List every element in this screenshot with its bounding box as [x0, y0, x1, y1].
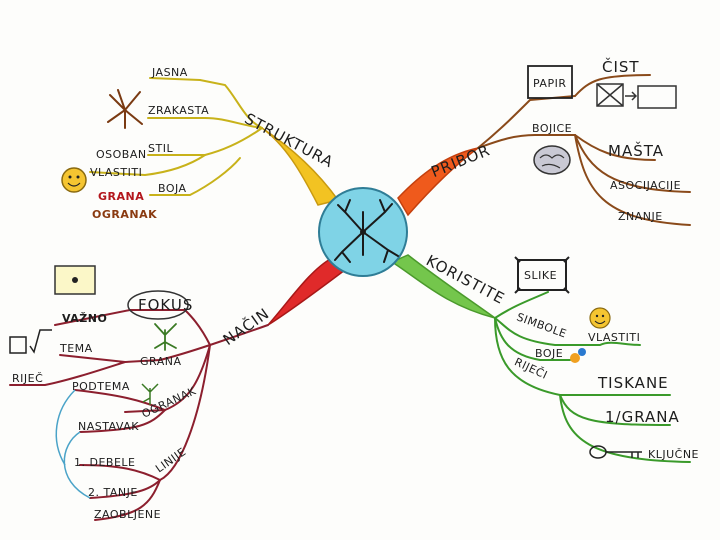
koristite-item-simbole: SIMBOLE — [515, 310, 569, 340]
cist-paper-icon — [596, 83, 677, 109]
vlastiti-smiley-icon — [589, 307, 611, 329]
struktura-item-ogranak: OGRANAK — [92, 208, 157, 221]
koristite-subbranches — [494, 291, 691, 463]
pribor-item-cist: ČIST — [602, 57, 640, 76]
koristite-item-slike: SLIKE — [524, 269, 557, 282]
zrakasta-icon — [107, 89, 143, 129]
nacin-item-nastavak: NASTAVAK — [78, 420, 139, 433]
center-image — [318, 187, 408, 277]
koristite-item-kljucne: KLJUČNE — [648, 448, 699, 461]
struktura-item-boja: BOJA — [158, 182, 187, 195]
ogranak-flower-icon — [141, 383, 159, 405]
nacin-item-tanje: 2. TANJE — [88, 486, 138, 499]
tree-network-icon — [334, 199, 399, 263]
koristite-item-jedna-grana: 1/GRANA — [605, 408, 680, 426]
pribor-subbranches — [477, 74, 691, 226]
fokus-oval — [127, 290, 189, 320]
pribor-item-papir: PAPIR — [533, 77, 566, 90]
struktura-item-jasna: JASNA — [151, 66, 188, 79]
slike-frame-icon — [514, 256, 570, 294]
grana-tree-icon — [154, 323, 177, 351]
branch-label-pribor: PRIBOR — [428, 141, 492, 181]
struktura-item-grana: GRANA — [98, 190, 144, 203]
koristite-item-boje: BOJE — [535, 347, 563, 360]
nacin-item-podtema: PODTEMA — [72, 380, 130, 393]
branch-nacin — [267, 257, 347, 326]
boje-color-dots-icon — [570, 348, 586, 363]
struktura-subbranches — [89, 77, 263, 196]
nacin-item-tema: TEMA — [59, 342, 93, 355]
pribor-item-bojice: BOJICE — [532, 122, 572, 135]
smiley-icon — [61, 167, 87, 193]
struktura-item-stil: STIL — [148, 142, 173, 155]
nacin-subbranches — [9, 309, 269, 521]
nacin-blue-links — [55, 389, 91, 499]
pribor-item-znanje: ZNANJE — [618, 210, 663, 223]
branch-label-struktura: STRUKTURA — [242, 110, 337, 172]
pribor-item-masta: MAŠTA — [608, 141, 664, 160]
pribor-item-asocijacije: ASOCIJACIJE — [610, 179, 681, 192]
tema-symbol-icon — [9, 329, 52, 354]
struktura-item-zrakasta: ZRAKASTA — [148, 104, 209, 117]
struktura-item-vlastiti: VLASTITI — [90, 166, 142, 179]
koristite-item-vlastiti: VLASTITI — [588, 331, 640, 344]
koristite-item-tiskane: TISKANE — [597, 374, 669, 392]
struktura-item-osoban: OSOBAN — [96, 148, 147, 161]
nacin-item-rijec: RIJEČ — [12, 372, 43, 385]
nacin-item-vazno: VAŽNO — [62, 312, 107, 325]
brain-icon — [533, 145, 571, 175]
nacin-item-zaobljene: ZAOBLJENE — [94, 508, 161, 521]
nacin-item-fokus: FOKUS — [138, 296, 193, 314]
nacin-item-debele: 1. DEBELE — [74, 456, 136, 469]
papir-box — [527, 65, 573, 99]
key-icon — [589, 445, 642, 459]
nacin-item-grana: GRANA — [140, 355, 182, 368]
